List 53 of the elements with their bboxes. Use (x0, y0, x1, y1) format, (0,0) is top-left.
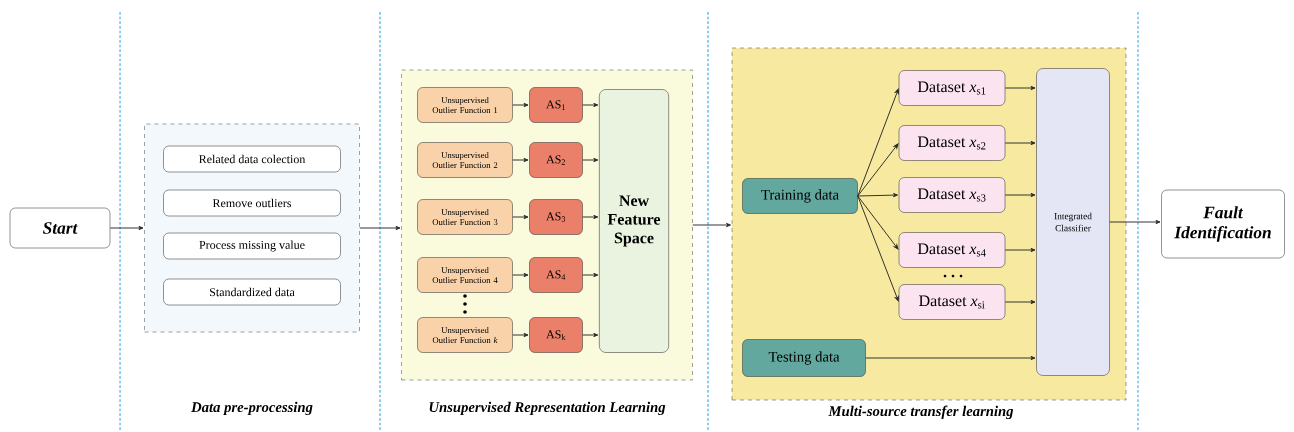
column-caption: Data pre-processing (191, 401, 313, 416)
arrow (857, 193, 898, 198)
function-box: Unsupervised Outlier Function 1 (417, 87, 513, 123)
arrow (857, 143, 899, 197)
column-caption: Unsupervised Representation Learning (429, 401, 666, 416)
score-box: AS$_{1}$ (529, 87, 583, 123)
arrow (1004, 85, 1036, 91)
arrow (1004, 192, 1036, 198)
arrow (512, 332, 529, 338)
score-box: AS$_{2}$ (529, 142, 583, 178)
step-box: Remove outliers (163, 189, 341, 217)
score-box: AS$_{3}$ (529, 199, 583, 235)
dataset-box: Dataset x$_{si}$ (898, 284, 1006, 320)
function-box: Unsupervised Outlier Function 2 (417, 142, 513, 178)
function-box: Unsupervised Outlier Function k (417, 317, 513, 353)
score-box: AS$_{4}$ (529, 257, 583, 293)
arrow (512, 272, 529, 278)
arrow (582, 214, 599, 220)
start-box: Start (9, 207, 111, 249)
step-box: Related data colection (163, 145, 341, 173)
data-box: Training data (742, 178, 858, 214)
score-box: AS$_{k}$ (529, 317, 583, 353)
dataset-box: Dataset x$_{s2}$ (898, 125, 1006, 161)
column-caption: Multi-source transfer learning (828, 405, 1014, 420)
dataset-box: Dataset x$_{s4}$ (898, 232, 1006, 268)
step-box: Process missing value (163, 232, 341, 260)
step-box: Standardized data (163, 278, 341, 306)
dataset-box: Dataset x$_{s1}$ (898, 70, 1006, 106)
feature-space-box: New Feature Space (599, 89, 669, 353)
arrow (582, 157, 599, 163)
arrow (512, 157, 529, 163)
arrow (865, 355, 1036, 361)
arrow (857, 88, 899, 197)
arrow (692, 222, 731, 228)
function-box: Unsupervised Outlier Function 3 (417, 199, 513, 235)
classifier-box: Integrated Classifier (1036, 68, 1110, 376)
arrow (109, 225, 144, 231)
arrow (857, 195, 899, 250)
arrow (1004, 140, 1036, 146)
arrow (857, 195, 899, 302)
arrow (512, 102, 529, 108)
arrow (582, 332, 599, 338)
dataset-box: Dataset x$_{s3}$ (898, 177, 1006, 213)
arrow (359, 225, 401, 231)
arrow (1004, 247, 1036, 253)
arrow (582, 272, 599, 278)
arrow (1109, 219, 1161, 225)
arrow (582, 102, 599, 108)
arrow (1004, 299, 1036, 305)
end-box: Fault Identification (1161, 189, 1285, 259)
function-box: Unsupervised Outlier Function 4 (417, 257, 513, 293)
data-box: Testing data (742, 339, 866, 377)
arrow (512, 214, 529, 220)
